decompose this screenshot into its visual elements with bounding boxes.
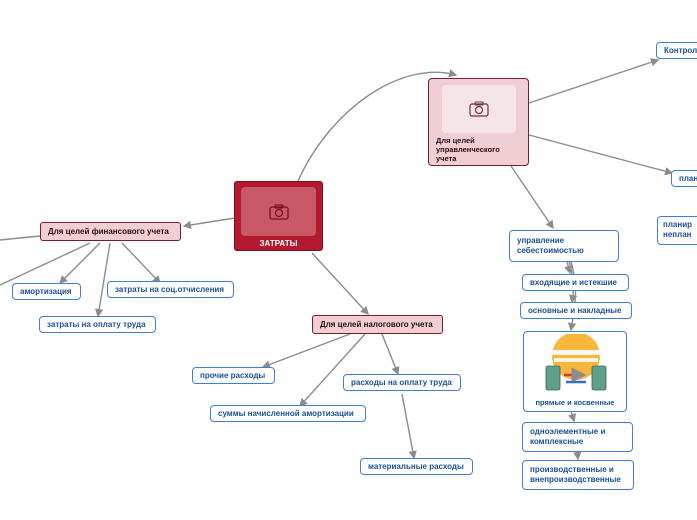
management-node[interactable]: Для целей управленческого учета bbox=[428, 78, 529, 166]
edge-center-management bbox=[297, 69, 458, 182]
edge-financial-left bbox=[0, 235, 41, 241]
camera-icon bbox=[469, 101, 489, 117]
edge-financial-amortization bbox=[59, 242, 101, 284]
edge-mgmt-plan bbox=[528, 134, 674, 176]
mgmt-incoming[interactable]: входящие и истекшие bbox=[522, 274, 629, 291]
center-image-placeholder bbox=[241, 187, 316, 236]
edge-financial-labor bbox=[94, 242, 111, 318]
edge-tax-other bbox=[261, 333, 351, 369]
mgmt-control[interactable]: Контрол bbox=[656, 42, 697, 59]
edge-chain-single bbox=[567, 410, 577, 423]
edge-chain-direct bbox=[567, 257, 577, 332]
mgmt-direct-label: прямые и косвенные bbox=[535, 398, 615, 407]
financial-labor[interactable]: затраты на оплату труда bbox=[39, 316, 156, 333]
mgmt-production[interactable]: производственные и внепроизводственные bbox=[522, 460, 634, 490]
management-label: Для целей управленческого учета bbox=[436, 136, 500, 163]
tax-node[interactable]: Для целей налогового учета bbox=[312, 315, 443, 334]
tax-amort-sum[interactable]: суммы начисленной амортизации bbox=[210, 405, 366, 422]
mgmt-cost-management[interactable]: управление себестоимостью bbox=[509, 230, 619, 262]
mgmt-planning[interactable]: планир неплан bbox=[657, 216, 697, 245]
financial-node[interactable]: Для целей финансового учета bbox=[40, 222, 181, 241]
edge-center-financial bbox=[182, 217, 236, 230]
center-node[interactable]: ЗАТРАТЫ bbox=[234, 181, 323, 251]
edge-mgmt-control bbox=[528, 58, 660, 104]
financial-social[interactable]: затраты на соц.отчисления bbox=[107, 281, 234, 298]
edge-financial-leftdown bbox=[0, 242, 91, 286]
mgmt-direct[interactable]: прямые и косвенные bbox=[523, 331, 627, 412]
mgmt-single-complex[interactable]: одноэлементные и комплексные bbox=[522, 422, 633, 452]
edge-tax-amort bbox=[299, 333, 366, 408]
tax-materials[interactable]: материальные расходы bbox=[360, 458, 473, 475]
tax-labor[interactable]: расходы на оплату труда bbox=[343, 374, 461, 391]
edge-financial-social bbox=[121, 242, 161, 285]
tax-other[interactable]: прочие расходы bbox=[192, 367, 275, 384]
edge-center-tax bbox=[311, 252, 369, 316]
financial-amortization[interactable]: амортизация bbox=[12, 283, 81, 300]
edge-mgmt-cost bbox=[510, 165, 554, 230]
mgmt-basic[interactable]: основные и накладные bbox=[520, 302, 632, 319]
management-image-placeholder bbox=[442, 85, 516, 133]
mgmt-plan-top[interactable]: план bbox=[671, 170, 697, 187]
edge-labor-materials bbox=[401, 393, 417, 460]
center-label: ЗАТРАТЫ bbox=[259, 239, 298, 248]
edge-tax-labor bbox=[381, 333, 400, 376]
camera-icon bbox=[268, 203, 289, 220]
direct-indirect-illustration bbox=[545, 334, 607, 391]
